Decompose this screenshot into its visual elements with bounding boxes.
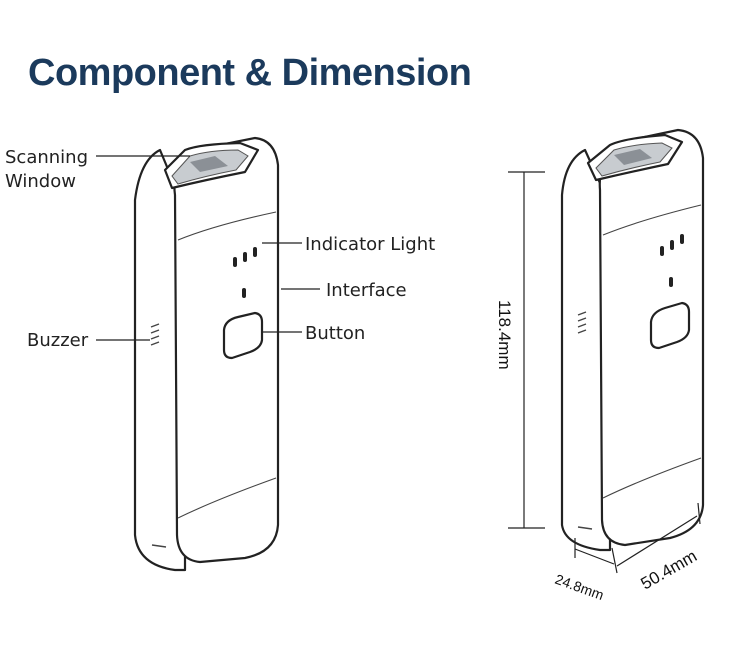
scanner-device-left [133,136,280,572]
leader-lines [96,155,320,341]
label-scanning-window-line2: Window [5,171,76,192]
indicator-lights [233,247,257,298]
label-button: Button [305,323,365,344]
dimension-height [508,171,545,529]
scanning-window [163,141,260,190]
dimension-depth [574,538,615,565]
scanning-window-right [586,133,684,182]
indicator-lights-right [660,234,684,287]
dim-width-label: 50.4mm [638,546,701,593]
label-scanning-window-line1: Scanning [5,147,88,168]
page-title: Component & Dimension [28,52,472,94]
scanner-device-right [560,128,705,552]
label-interface: Interface [326,280,407,301]
buzzer-holes [150,323,160,346]
label-indicator-light: Indicator Light [305,234,435,255]
dim-depth-label: 24.8mm [553,571,606,603]
dimension-width [611,502,701,574]
label-buzzer: Buzzer [27,330,89,351]
dim-height-label: 118.4mm [495,300,514,370]
device-button [222,311,264,360]
